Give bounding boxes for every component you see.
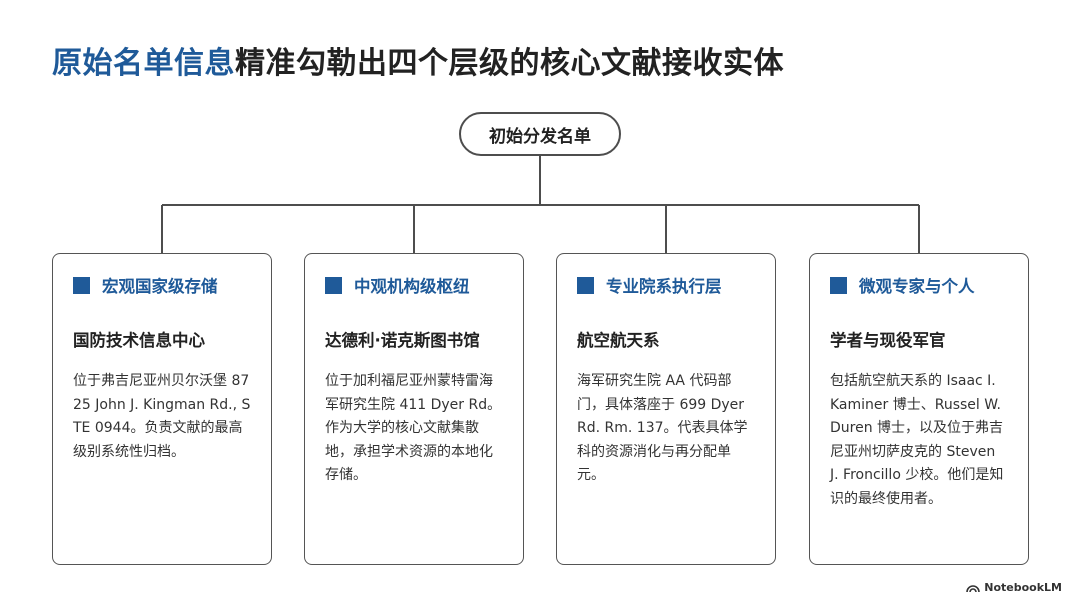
card-national-level: 宏观国家级存储 国防技术信息中心 位于弗吉尼亚州贝尔沃堡 8725 John J… bbox=[52, 253, 272, 565]
footer-branding: NotebookLM bbox=[966, 581, 1062, 594]
square-bullet-icon bbox=[577, 276, 594, 294]
card-level-label: 微观专家与个人 bbox=[859, 277, 975, 296]
title-rest: 精准勾勒出四个层级的核心文献接收实体 bbox=[235, 46, 784, 81]
notebooklm-logo-icon bbox=[966, 584, 981, 592]
card-entity-title: 学者与现役军官 bbox=[830, 331, 946, 350]
card-header: 宏观国家级存储 bbox=[73, 274, 251, 296]
card-description: 位于弗吉尼亚州贝尔沃堡 8725 John J. Kingman Rd., ST… bbox=[73, 373, 251, 460]
card-level-label: 中观机构级枢纽 bbox=[354, 277, 470, 296]
card-entity-title: 航空航天系 bbox=[577, 331, 660, 350]
card-level-label: 宏观国家级存储 bbox=[102, 277, 218, 296]
page-title: 原始名单信息精准勾勒出四个层级的核心文献接收实体 bbox=[52, 38, 784, 82]
footer-brand-label: NotebookLM bbox=[984, 581, 1062, 594]
square-bullet-icon bbox=[325, 276, 342, 294]
card-individual-level: 微观专家与个人 学者与现役军官 包括航空航天系的 Isaac I. Kamine… bbox=[809, 253, 1029, 565]
root-node-distribution-list: 初始分发名单 bbox=[459, 112, 621, 156]
card-institution-level: 中观机构级枢纽 达德利·诺克斯图书馆 位于加利福尼亚州蒙特雷海军研究生院 411… bbox=[304, 253, 524, 565]
card-description: 海军研究生院 AA 代码部门，具体落座于 699 Dyer Rd. Rm. 13… bbox=[577, 373, 748, 483]
card-header: 微观专家与个人 bbox=[830, 274, 1008, 296]
card-entity-title: 国防技术信息中心 bbox=[73, 331, 205, 350]
card-entity-title: 达德利·诺克斯图书馆 bbox=[325, 331, 480, 350]
title-highlight: 原始名单信息 bbox=[52, 46, 235, 81]
card-header: 中观机构级枢纽 bbox=[325, 274, 503, 296]
card-header: 专业院系执行层 bbox=[577, 274, 755, 296]
card-description: 位于加利福尼亚州蒙特雷海军研究生院 411 Dyer Rd。作为大学的核心文献集… bbox=[325, 373, 502, 483]
card-department-level: 专业院系执行层 航空航天系 海军研究生院 AA 代码部门，具体落座于 699 D… bbox=[556, 253, 776, 565]
card-description: 包括航空航天系的 Isaac I. Kaminer 博士、Russel W. D… bbox=[830, 373, 1004, 507]
square-bullet-icon bbox=[830, 276, 847, 294]
card-level-label: 专业院系执行层 bbox=[606, 277, 722, 296]
square-bullet-icon bbox=[73, 276, 90, 294]
